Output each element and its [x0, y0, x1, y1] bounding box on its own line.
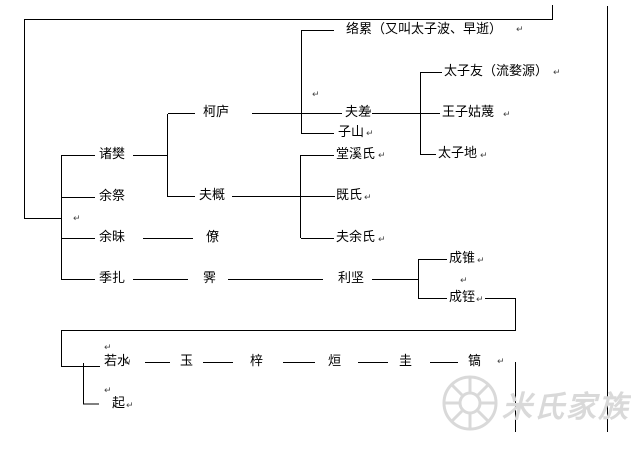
- node-zhufan: 诸樊: [99, 147, 126, 162]
- node-tangxishi: 堂溪氏: [336, 147, 376, 162]
- node-fugai: 夫概: [199, 188, 226, 203]
- node-taiziyou: 太子友（流婺源）: [444, 64, 549, 79]
- node-sulei: 络累（又叫太子波、早逝）: [346, 22, 503, 37]
- node-chengzhi: 成铚: [449, 290, 476, 305]
- node-kelu: 柯庐: [203, 105, 230, 120]
- return-mark: ↵: [312, 90, 320, 100]
- return-mark: ↵: [503, 110, 511, 120]
- node-gao: 镐: [468, 354, 482, 369]
- return-mark: ↵: [104, 386, 112, 396]
- node-yuji: 余祭: [99, 189, 126, 204]
- node-yumei: 余昧: [99, 230, 126, 245]
- chengzhi-continuation: [61, 298, 516, 367]
- return-mark: ↵: [378, 235, 386, 245]
- return-mark: ↵: [366, 129, 374, 139]
- node-zi: 梓: [250, 354, 264, 369]
- node-fuchai: 夫差: [345, 105, 372, 120]
- return-mark: ↵: [460, 276, 468, 286]
- frame-top-line: [24, 5, 553, 219]
- node-ruoshui: 若水: [104, 354, 131, 369]
- return-mark: ↵: [553, 68, 561, 78]
- node-wangzigumie: 王子姑蔑: [442, 105, 495, 120]
- return-mark: ↵: [365, 108, 373, 118]
- node-liao: 僚: [206, 230, 220, 245]
- node-xuan: 烜: [328, 354, 342, 369]
- node-lijian: 利坚: [338, 271, 365, 286]
- node-jishi: 既氏: [336, 188, 363, 203]
- node-taizidi: 太子地: [438, 146, 478, 161]
- return-mark: ↵: [480, 151, 488, 161]
- return-mark: ↵: [516, 25, 524, 35]
- lower-bracket: [83, 363, 99, 405]
- node-chengzhui: 成锥: [449, 251, 476, 266]
- return-mark: ↵: [378, 151, 386, 161]
- return-mark: ↵: [104, 343, 112, 353]
- return-mark: ↵: [497, 357, 505, 367]
- return-mark: ↵: [364, 193, 372, 203]
- node-zishan: 子山: [338, 125, 365, 140]
- node-yu: 玉: [180, 354, 194, 369]
- node-jizha: 季扎: [99, 271, 126, 286]
- node-fuyushi: 夫余氏: [336, 230, 376, 245]
- return-mark: ↵: [126, 401, 134, 411]
- return-mark: ↵: [477, 256, 485, 266]
- return-mark: ↵: [124, 358, 132, 368]
- return-mark: ↵: [73, 214, 81, 224]
- return-mark: ↵: [476, 295, 484, 305]
- node-gui: 圭: [399, 354, 413, 369]
- node-fen: 霁: [203, 271, 217, 286]
- node-qi: 起: [112, 396, 126, 411]
